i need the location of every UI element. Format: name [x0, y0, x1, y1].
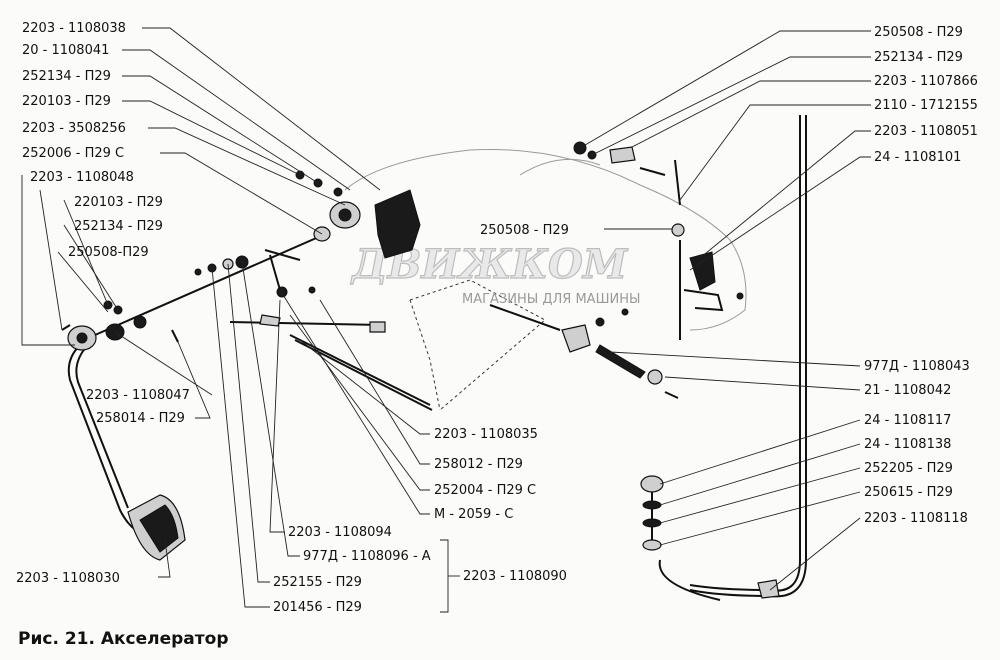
label-252134-p29-b: 252134 - П29	[74, 219, 163, 234]
label-2203-1108094: 2203 - 1108094	[288, 525, 392, 540]
label-24-1108138: 24 - 1108138	[864, 437, 951, 452]
label-220103-p29-b: 220103 - П29	[74, 195, 163, 210]
label-2203-1108030: 2203 - 1108030	[16, 571, 120, 586]
label-252006-p29c: 252006 - П29 С	[22, 146, 124, 161]
label-252004-p29c: 252004 - П29 С	[434, 483, 536, 498]
label-24-1108101: 24 - 1108101	[874, 150, 961, 165]
label-2203-1108035: 2203 - 1108035	[434, 427, 538, 442]
label-977d-1108096-a: 977Д - 1108096 - А	[303, 549, 431, 564]
label-250615-p29: 250615 - П29	[864, 485, 953, 500]
throttle-cable	[640, 115, 807, 601]
label-220103-p29-a: 220103 - П29	[22, 94, 111, 109]
label-20-1108041: 20 - 1108041	[22, 43, 109, 58]
label-m-2059-c: М - 2059 - С	[434, 507, 513, 522]
label-2203-1108047: 2203 - 1108047	[86, 388, 190, 403]
label-2203-1108090: 2203 - 1108090	[463, 569, 567, 584]
label-258012-p29: 258012 - П29	[434, 457, 523, 472]
label-250508-p29-b: 250508 - П29	[874, 25, 963, 40]
label-2203-1108051: 2203 - 1108051	[874, 124, 978, 139]
label-2203-3508256: 2203 - 3508256	[22, 121, 126, 136]
label-252134-p29-c: 252134 - П29	[874, 50, 963, 65]
label-258014-p29: 258014 - П29	[96, 411, 185, 426]
watermark-tagline: МАГАЗИНЫ ДЛЯ МАШИНЫ	[462, 292, 640, 307]
label-252134-p29-a: 252134 - П29	[22, 69, 111, 84]
label-24-1108117: 24 - 1108117	[864, 413, 951, 428]
label-250508-p29-a: 250508-П29	[68, 245, 149, 260]
label-21-1108042: 21 - 1108042	[864, 383, 951, 398]
pedal-bracket-firewall	[295, 170, 421, 259]
label-977d-1108043: 977Д - 1108043	[864, 359, 970, 374]
shaft-hardware	[61, 255, 316, 343]
label-2203-1108038: 2203 - 1108038	[22, 21, 126, 36]
leader-lines	[21, 27, 871, 613]
label-252155-p29: 252155 - П29	[273, 575, 362, 590]
figure-caption: Рис. 21. Акселератор	[18, 629, 228, 649]
label-252205-p29: 252205 - П29	[864, 461, 953, 476]
firewall-outline	[344, 148, 747, 411]
label-250508-p29-c: 250508 - П29	[480, 223, 569, 238]
label-2203-1108118: 2203 - 1108118	[864, 511, 968, 526]
label-2203-1107866: 2203 - 1107866	[874, 74, 978, 89]
label-201456-p29: 201456 - П29	[273, 600, 362, 615]
carburetor-linkage	[561, 141, 744, 399]
linkage-rod	[229, 304, 561, 411]
part-labels: 2203 - 1108038 20 - 1108041 252134 - П29…	[16, 21, 978, 615]
label-2203-1108048: 2203 - 1108048	[30, 170, 134, 185]
label-2110-1712155: 2110 - 1712155	[874, 98, 978, 113]
pedal-assembly	[67, 325, 186, 561]
